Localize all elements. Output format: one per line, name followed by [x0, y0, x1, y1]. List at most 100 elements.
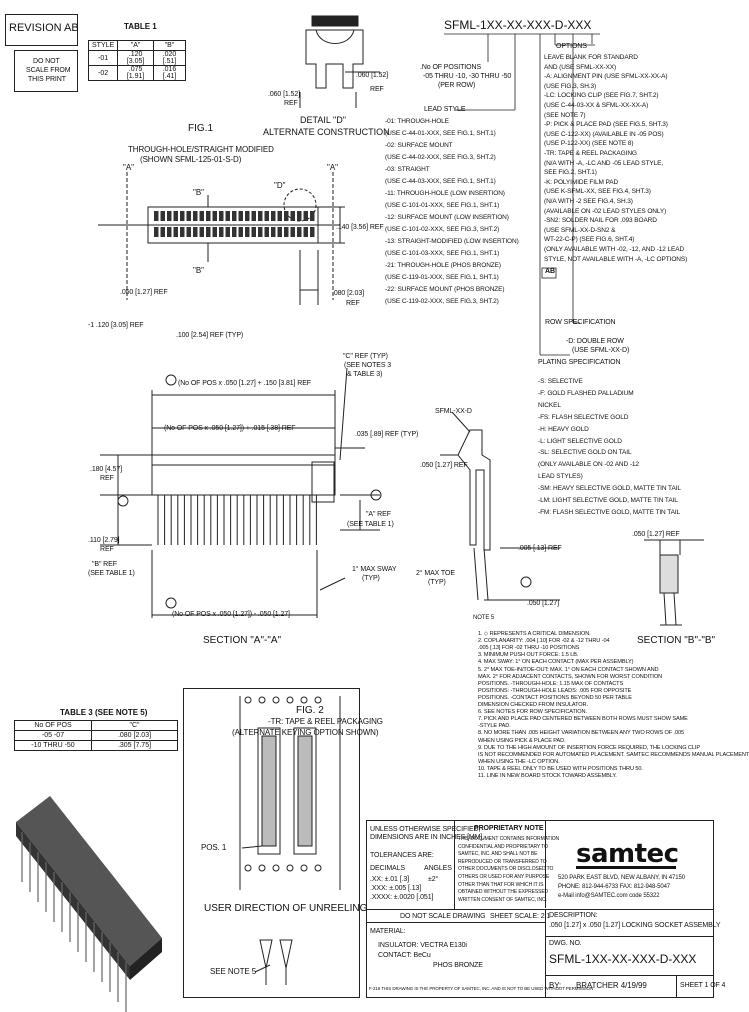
fig1-section-a-label: "A"	[327, 163, 339, 172]
contact-slot	[219, 211, 224, 221]
contact-slot	[173, 227, 178, 237]
samtec-logo: samtec	[576, 839, 679, 869]
section-a-dim: (SEE NOTES 3	[344, 362, 392, 369]
proprietary-line: OTHER DOCUMENTS OR DISCLOSED TO	[458, 866, 554, 873]
description-label: DESCRIPTION:	[549, 912, 598, 919]
note-line: WHEN USING THE -LC OPTION.	[478, 758, 560, 765]
row-spec-line: -D: DOUBLE ROW	[566, 338, 624, 345]
note-line: POSITIONS: -THROUGH-HOLE LEADS: .005 FOR…	[478, 687, 632, 694]
option-line: (USE SFML-XX-D-SN2 &	[544, 226, 616, 234]
contact-slot	[264, 227, 269, 237]
section-a-dim: (SEE TABLE 1)	[88, 570, 135, 577]
contact-slot	[297, 227, 302, 237]
tolerance-line: DIMENSIONS ARE IN INCHES [MM].	[370, 834, 485, 841]
side-view-note: NOTE 5	[473, 615, 495, 621]
lead-style-line: -22: SURFACE MOUNT (PHOS BRONZE)	[385, 286, 505, 293]
section-a-dim: "B" REF	[92, 561, 117, 568]
contact-slot	[212, 227, 217, 237]
section-b-dim: .050 [1.27] REF	[632, 531, 680, 538]
copyright-line: F-218 THIS DRAWING IS THE PROPERTY OF SA…	[369, 986, 594, 991]
contact-slot	[160, 211, 165, 221]
sprocket-hole	[272, 696, 280, 704]
contact-slot	[154, 227, 159, 237]
fig1-dim: -1 .120 [3.05] REF	[88, 322, 144, 329]
contact-slot	[264, 211, 269, 221]
contact-slot	[199, 211, 204, 221]
section-a-dim: .035 [.89] REF (TYP)	[355, 431, 419, 438]
note-line: WHEN USING PICK & PLACE PAD.	[478, 737, 566, 744]
contact-slot	[167, 227, 172, 237]
note-line: 5. 2° MAX TOE-IN/TOE-OUT: MAX. 1° ON EAC…	[478, 666, 659, 673]
plating-line: -H: HEAVY GOLD	[538, 425, 589, 433]
proprietary-line: OTHERS OR USED FOR ANY PURPOSE	[458, 874, 550, 880]
positions-title: .No OF POSITIONS	[420, 64, 482, 71]
part-number-header: SFML-1XX-XX-XXX-D-XXX	[444, 18, 592, 32]
contact-slot	[284, 211, 289, 221]
option-line: -P: PICK & PLACE PAD (SEE FIG.5, SHT.3)	[544, 121, 668, 129]
lead-style-line: (USE C-44-01-XXX, SEE FIG.1, SHT.1)	[385, 130, 496, 137]
section-a-dim: "C" REF (TYP)	[343, 353, 388, 360]
section-b-drawing	[644, 539, 704, 626]
contact-slot	[277, 227, 282, 237]
sheet-label: SHEET 1 OF 4	[680, 982, 726, 989]
lead-style-title: LEAD STYLE	[424, 106, 466, 113]
note-line: MAX. 2° FOR ADJACENT CONTACTS, SHOWN FOR…	[478, 673, 663, 680]
contact-slot	[238, 227, 243, 237]
option-line: -TR: TAPE & REEL PACKAGING	[544, 150, 637, 157]
plating-line: -SL: SELECTIVE GOLD ON TAIL	[538, 449, 632, 457]
contact-slot	[310, 227, 315, 237]
scale-note-box	[14, 50, 78, 92]
lead-style-line: (USE C-119-01-XXX, SEE FIG.1, SHT.1)	[385, 274, 499, 281]
fig1-dim: .100 [2.54] REF (TYP)	[176, 332, 244, 339]
proprietary-line: SAMTEC, INC. AND SHALL NOT BE	[458, 851, 538, 858]
option-line: (USE FIG.3, SH.3)	[544, 82, 597, 90]
part-number-leaders	[444, 33, 600, 356]
section-a-dim: 1° MAX SWAY	[352, 566, 397, 573]
plating-line: LEAD STYLES)	[538, 473, 583, 481]
row-spec-title: ROW SPECIFICATION	[545, 319, 616, 326]
note-line: POSITIONS. -CONTACT POSITIONS BEYOND 50 …	[478, 694, 632, 701]
fig1-section-a-label: "A"	[123, 163, 135, 172]
title-block-divider	[366, 909, 714, 910]
plating-line: -LM: LIGHT SELECTIVE GOLD, MATTE TIN TAI…	[538, 497, 678, 504]
proprietary-line: THIS DOCUMENT CONTAINS INFORMATION	[458, 836, 560, 842]
section-a-dim: (No OF POS x .050 [1.27]) - .050 [1.27]	[172, 611, 290, 618]
option-line: -SN2: SOLDER NAIL FOR .093 BOARD	[544, 217, 657, 225]
plating-line: NICKEL	[538, 401, 561, 409]
address-line: PHONE: 812-944-6733 FAX: 812-948-5047	[558, 884, 671, 890]
contact-slot	[219, 227, 224, 237]
title-block-divider	[545, 909, 546, 998]
fig2-title: FIG. 2	[296, 705, 324, 716]
by-label: BY:	[549, 981, 562, 990]
contact-slot	[225, 211, 230, 221]
title-block-divider	[545, 975, 714, 976]
tolerance-line: TOLERANCES ARE:	[370, 852, 434, 859]
option-line: -A: ALIGNMENT PIN (USE SFML-XX-XX-A)	[544, 73, 668, 81]
contact-slot	[180, 211, 185, 221]
option-line: (ONLY AVAILABLE WITH -02, -12, AND -12 L…	[544, 246, 685, 253]
option-line: (USE K-SFML-XX, SEE FIG.4, SHT.3)	[544, 188, 651, 196]
fig2-see-note: SEE NOTE 5	[210, 967, 257, 976]
table1-title: TABLE 1	[124, 22, 157, 31]
sprocket-hole	[314, 864, 322, 872]
sprocket-hole	[286, 864, 294, 872]
section-a-dim: (TYP)	[362, 575, 380, 582]
title-block-divider	[545, 936, 714, 937]
contact-slot	[232, 227, 237, 237]
contact-slot	[186, 227, 191, 237]
fig1-drawing	[98, 172, 345, 305]
option-line: (USE C-122-XX) (AVAILABLE IN -05 POS)	[544, 130, 664, 138]
section-a-dim: (SEE TABLE 1)	[347, 521, 394, 528]
positions-note: (PER ROW)	[438, 82, 476, 89]
contact-slot	[232, 211, 237, 221]
revision-label: REVISION AB	[9, 22, 79, 34]
scale-note-line-2: SCALE FROM	[26, 67, 71, 74]
option-line: STYLE, NOT AVAILABLE WITH -A, -LC OPTION…	[544, 255, 688, 263]
proprietary-line: REPRODUCED OR TRANSFERRED TO	[458, 858, 547, 865]
note-line: POSITIONS. -THROUGH-HOLE: 1.15 MAX OF CO…	[478, 680, 624, 687]
contact-slot	[284, 227, 289, 237]
contact-slot	[206, 211, 211, 221]
contact-slot	[193, 227, 198, 237]
lead-style-line: -02: SURFACE MOUNT	[385, 142, 453, 149]
fig1-title: FIG.1	[188, 123, 214, 134]
